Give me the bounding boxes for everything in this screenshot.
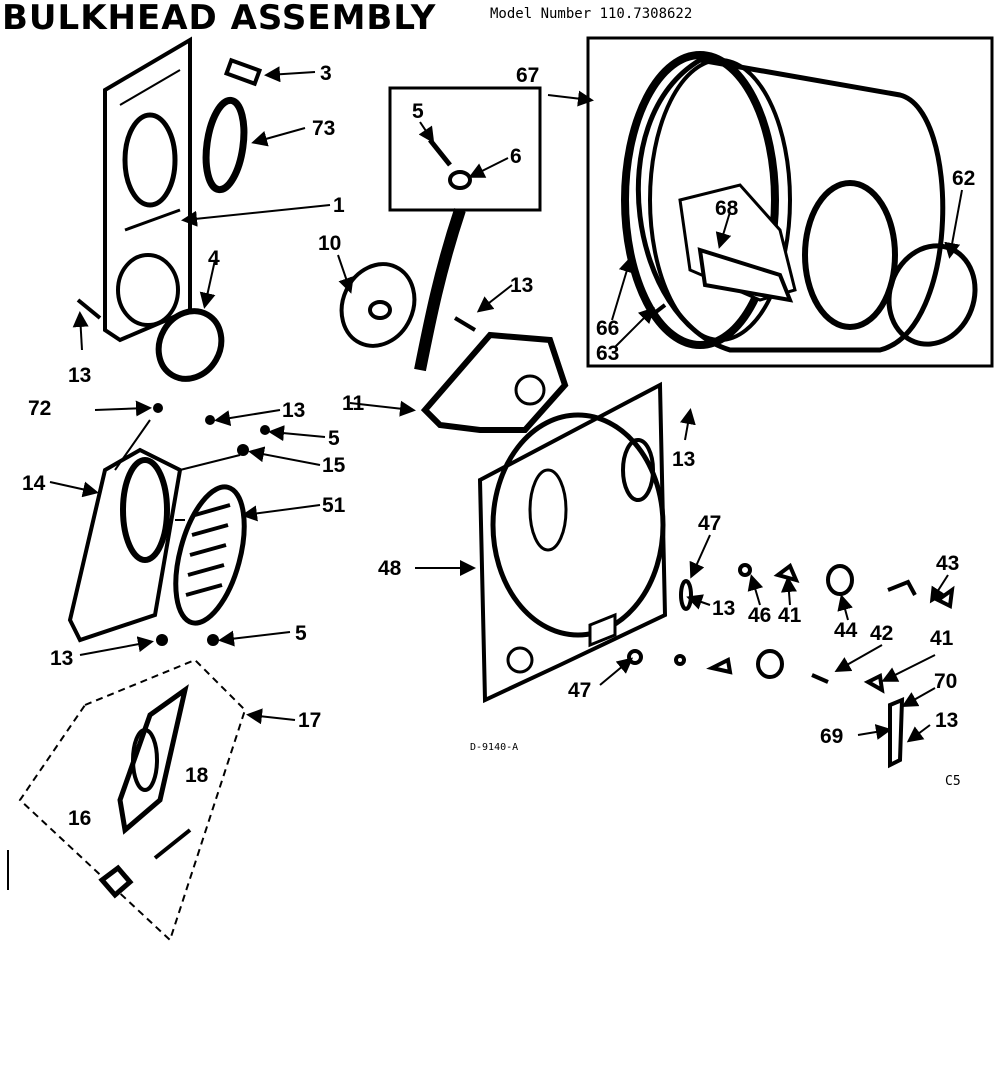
callout-73: 73 bbox=[312, 117, 335, 140]
callout-17: 17 bbox=[298, 709, 321, 732]
callout-6: 6 bbox=[510, 145, 522, 168]
callout-69: 69 bbox=[820, 725, 843, 748]
callout-62: 62 bbox=[952, 167, 975, 190]
callout-5a: 5 bbox=[328, 427, 340, 450]
callout-5b: 5 bbox=[295, 622, 307, 645]
part-15 bbox=[237, 444, 249, 456]
callout-47a: 47 bbox=[698, 512, 721, 535]
callout-15: 15 bbox=[322, 454, 346, 477]
switch-17 bbox=[117, 684, 189, 835]
callout-13a: 13 bbox=[68, 364, 91, 387]
callout-47b: 47 bbox=[568, 679, 591, 702]
callout-42: 42 bbox=[870, 622, 893, 645]
screw-72 bbox=[153, 403, 163, 413]
callout-66: 66 bbox=[596, 317, 619, 340]
screw-13c bbox=[156, 634, 168, 646]
callout-3: 3 bbox=[320, 62, 332, 85]
screw-5 bbox=[260, 425, 270, 435]
callout-1: 1 bbox=[333, 194, 345, 217]
idler-parts bbox=[627, 562, 955, 769]
screw-5c bbox=[207, 634, 219, 646]
callout-51: 51 bbox=[322, 494, 346, 517]
diagram-code: D-9140-A bbox=[470, 742, 518, 753]
leader-lines bbox=[49, 66, 963, 743]
callout-48: 48 bbox=[378, 557, 402, 580]
part-3 bbox=[223, 57, 263, 87]
part-16 bbox=[98, 864, 134, 899]
callout-63: 63 bbox=[596, 342, 619, 365]
belt bbox=[414, 208, 466, 372]
screw-13b bbox=[205, 415, 215, 425]
gasket-73 bbox=[202, 96, 248, 194]
panel-14 bbox=[67, 447, 183, 643]
callout-13c: 13 bbox=[50, 647, 73, 670]
callout-14: 14 bbox=[22, 472, 46, 495]
callout-13d: 13 bbox=[510, 274, 533, 297]
callout-13b: 13 bbox=[282, 399, 305, 422]
kit-17-box bbox=[18, 658, 247, 942]
callout-41a: 41 bbox=[778, 604, 802, 627]
callout-5c: 5 bbox=[412, 100, 424, 123]
callout-10: 10 bbox=[318, 232, 341, 255]
callout-41b: 41 bbox=[930, 627, 954, 650]
page-title: BULKHEAD ASSEMBLY bbox=[2, 0, 437, 38]
bracket-11 bbox=[420, 331, 569, 433]
inset-box bbox=[388, 86, 542, 212]
callout-13g: 13 bbox=[935, 709, 958, 732]
ring-4 bbox=[155, 308, 225, 382]
callout-18: 18 bbox=[185, 764, 209, 787]
callout-43: 43 bbox=[936, 552, 959, 575]
bulkhead-48 bbox=[477, 381, 668, 704]
part-18 bbox=[153, 828, 192, 860]
filter-51 bbox=[173, 484, 247, 626]
callout-44: 44 bbox=[834, 619, 858, 642]
screw-13 bbox=[76, 298, 102, 320]
drum-67 bbox=[621, 51, 946, 353]
front-panel-1 bbox=[103, 36, 192, 343]
corner-code: C5 bbox=[945, 774, 961, 789]
callout-16: 16 bbox=[68, 807, 91, 830]
callout-72: 72 bbox=[28, 397, 51, 420]
callout-68: 68 bbox=[715, 197, 739, 220]
callout-13f: 13 bbox=[712, 597, 735, 620]
callout-67: 67 bbox=[516, 64, 539, 87]
callout-70: 70 bbox=[934, 670, 957, 693]
callout-4: 4 bbox=[208, 247, 220, 270]
callout-13e: 13 bbox=[672, 448, 695, 471]
callout-46: 46 bbox=[748, 604, 771, 627]
callout-11: 11 bbox=[342, 392, 365, 415]
model-number: Model Number 110.7308622 bbox=[490, 6, 693, 22]
